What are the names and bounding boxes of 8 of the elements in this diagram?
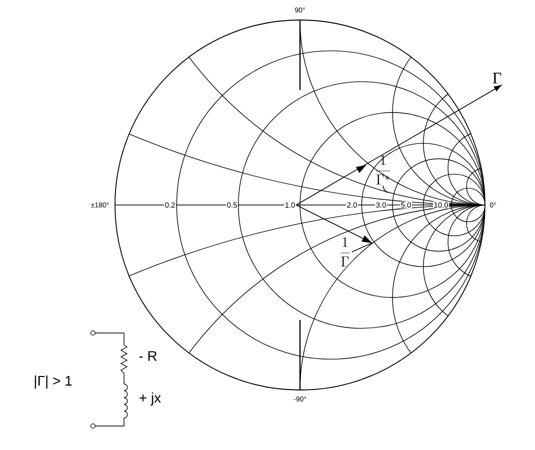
symbol-label: $\frac{1}{\Gamma}$ (340, 237, 350, 266)
condition-label: |Γ| > 1 (34, 375, 72, 389)
symbol-label: Γ (492, 72, 502, 84)
symbol-label: $\frac{1}{\Gamma^*}$ (376, 155, 390, 184)
component-label: + jx (140, 392, 161, 406)
arrow (296, 84, 502, 206)
component-label: - R (139, 351, 157, 361)
arrow (296, 204, 373, 252)
